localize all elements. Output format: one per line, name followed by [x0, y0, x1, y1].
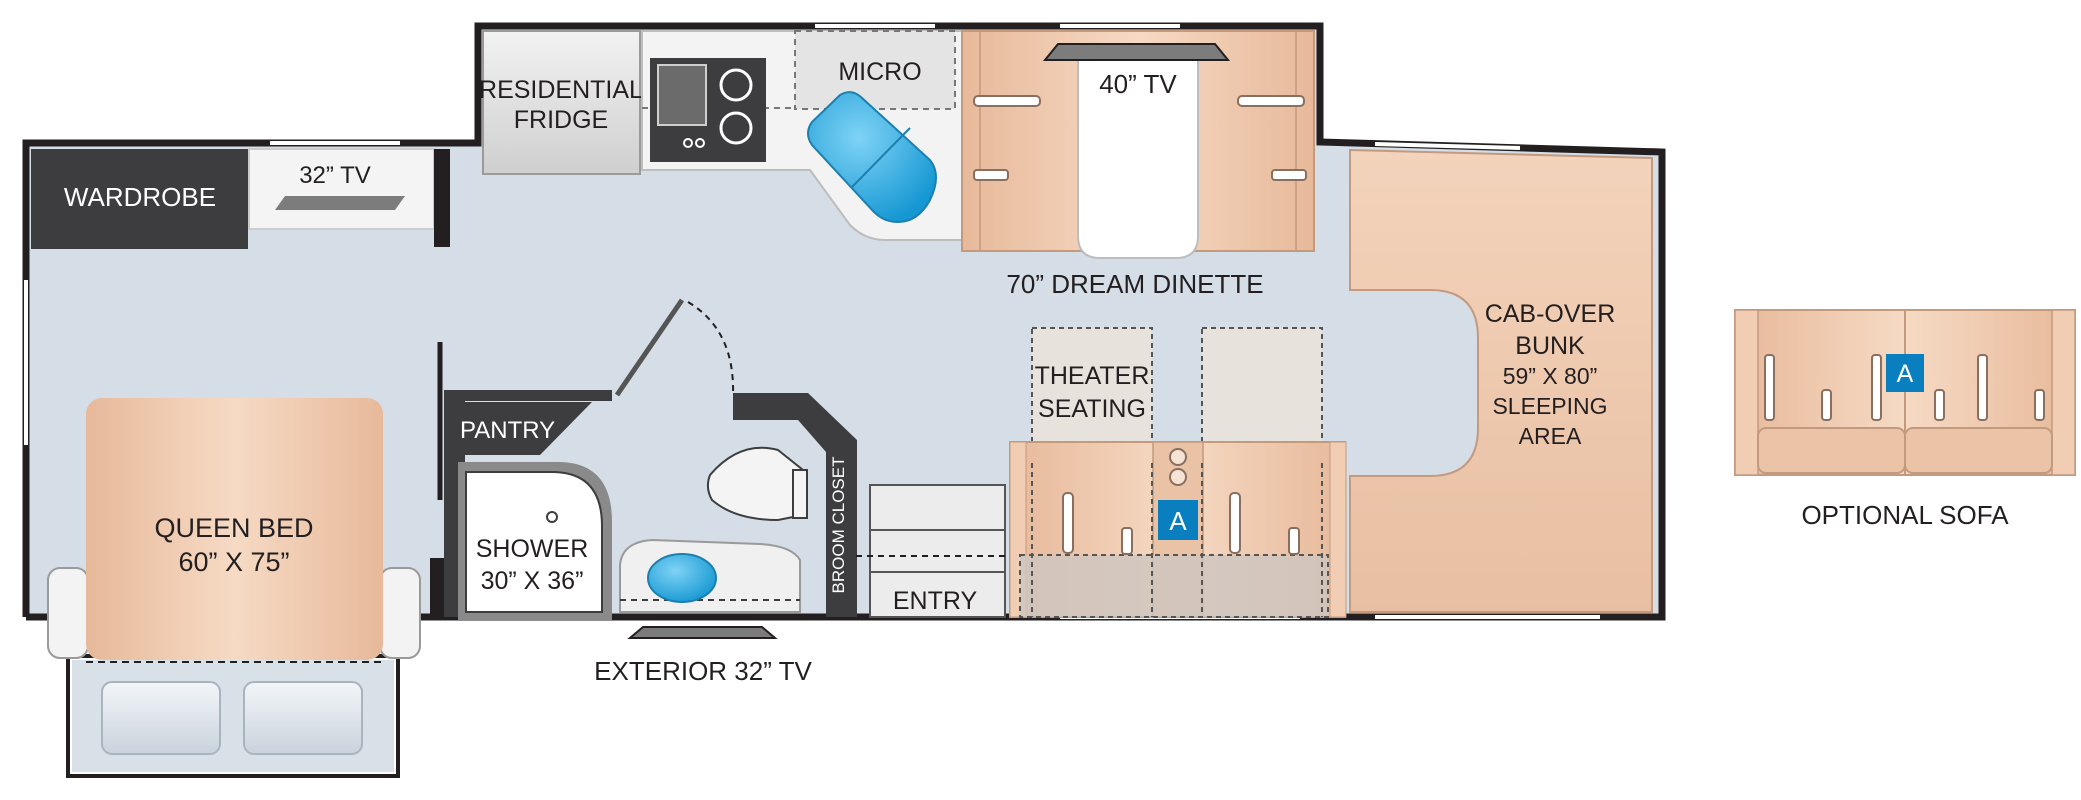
bathroom-vanity	[619, 538, 801, 613]
kitchen-sink	[807, 91, 937, 224]
optional-sofa: A OPTIONAL SOFA	[1734, 309, 2076, 530]
sofa-option-a-badge-label: A	[1897, 360, 1914, 388]
shower-label: SHOWER	[476, 535, 589, 563]
exterior-tv: EXTERIOR 32” TV	[594, 626, 813, 686]
bathroom-door	[614, 298, 735, 397]
cooktop	[650, 58, 766, 162]
dinette-tv-icon	[1042, 43, 1231, 61]
option-a-badge	[1158, 500, 1198, 540]
cabover-label-4: SLEEPING	[1492, 393, 1607, 419]
cabover-label-1: CAB-OVER	[1485, 300, 1616, 328]
queen-bed-size: 60” X 75”	[178, 547, 289, 577]
pantry: PANTRY	[452, 402, 592, 455]
bedroom-tv-icon	[275, 196, 405, 210]
seatbelt-buckle-icon	[1271, 169, 1307, 181]
pillow-right	[243, 681, 363, 755]
theater-label-2: SEATING	[1038, 395, 1146, 423]
seatbelt-buckle-icon	[1934, 389, 1945, 421]
queen-bed-label: QUEEN BED	[154, 513, 313, 543]
seatbelt-icon	[1977, 354, 1988, 421]
sofa-option-a-badge	[1886, 354, 1924, 392]
dinette-label: 70” DREAM DINETTE	[1006, 269, 1263, 299]
toilet	[706, 446, 808, 522]
fridge-label-1: RESIDENTIAL	[479, 76, 643, 104]
bedroom-tv-cabinet: 32” TV	[248, 148, 435, 230]
wardrobe-label: WARDROBE	[64, 182, 216, 212]
theater-seating: THEATER SEATING A	[1009, 327, 1347, 618]
exterior-tv-icon	[627, 626, 778, 639]
fridge-label-2: FRIDGE	[514, 106, 608, 134]
exterior-tv-label: EXTERIOR 32” TV	[594, 656, 812, 686]
seatbelt-buckle-icon	[1121, 527, 1133, 555]
cabover-label-2: BUNK	[1515, 332, 1585, 360]
micro-label: MICRO	[838, 58, 921, 86]
cabover-size: 59” X 80”	[1503, 363, 1598, 389]
seatbelt-icon	[1871, 354, 1882, 421]
seatbelt-buckle-icon	[973, 169, 1009, 181]
shower-size: 30” X 36”	[481, 567, 584, 595]
exterior-walls	[22, 22, 1666, 621]
seatbelt-icon	[1062, 492, 1074, 554]
microwave	[794, 30, 956, 110]
seatbelt-icon	[1764, 354, 1775, 421]
pantry-label: PANTRY	[460, 417, 555, 444]
entry-label: ENTRY	[893, 587, 978, 615]
shower: SHOWER 30” X 36”	[458, 462, 612, 620]
seatbelt-icon	[1229, 492, 1241, 554]
entry-steps: ENTRY	[869, 484, 1006, 618]
seatbelt-icon	[973, 95, 1041, 107]
drain-icon	[546, 511, 558, 523]
seatbelt-buckle-icon	[1821, 389, 1832, 421]
dinette-table	[1077, 57, 1199, 259]
broom-closet: BROOM CLOSET	[826, 443, 852, 617]
bathroom-sink	[647, 553, 717, 603]
bedroom-tv-label: 32” TV	[299, 162, 371, 189]
wardrobe: WARDROBE	[31, 149, 248, 249]
pillow-left	[101, 681, 221, 755]
dinette-tv-label: 40” TV	[1099, 69, 1177, 99]
optional-sofa-label: OPTIONAL SOFA	[1801, 500, 2009, 530]
seatbelt-buckle-icon	[2034, 389, 2045, 421]
queen-bed: QUEEN BED 60” X 75”	[47, 398, 421, 778]
residential-fridge: RESIDENTIAL FRIDGE	[479, 30, 643, 175]
cab-over-bunk: CAB-OVER BUNK 59” X 80” SLEEPING AREA	[1349, 148, 1653, 613]
option-a-badge-label: A	[1169, 506, 1187, 536]
seatbelt-icon	[1237, 95, 1305, 107]
dream-dinette: 40” TV 70” DREAM DINETTE	[961, 30, 1315, 299]
broom-closet-label: BROOM CLOSET	[829, 457, 848, 594]
seatbelt-buckle-icon	[1288, 527, 1300, 555]
cabover-label-5: AREA	[1519, 423, 1582, 449]
theater-label-1: THEATER	[1035, 362, 1150, 390]
